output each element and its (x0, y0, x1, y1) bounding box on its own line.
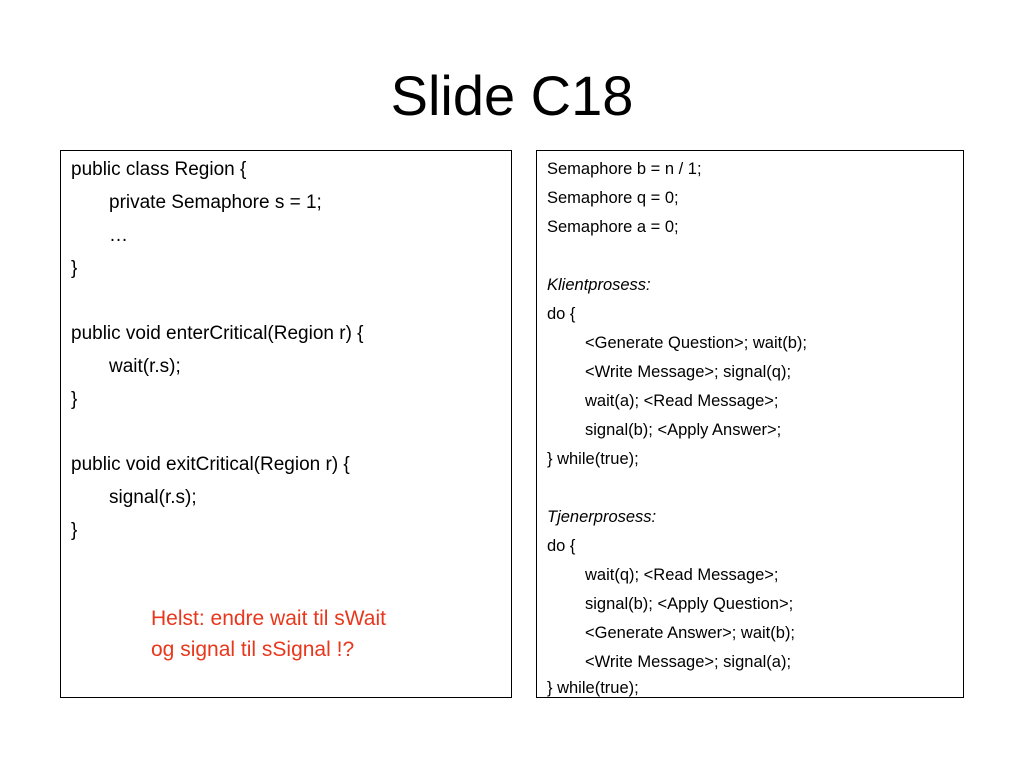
slide-title: Slide C18 (390, 64, 634, 127)
code-line: signal(b); <Apply Question>; (585, 595, 794, 613)
code-line: wait(r.s); (109, 356, 181, 377)
red-note: Helst: endre wait til sWait og signal ti… (151, 603, 386, 665)
code-line: Semaphore q = 0; (547, 189, 679, 207)
code-line: <Generate Answer>; wait(b); (585, 624, 796, 642)
code-line: wait(q); <Read Message>; (585, 566, 779, 584)
code-line: public void exitCritical(Region r) { (71, 454, 350, 475)
code-line: } while(true); (547, 679, 639, 697)
code-line: do { (547, 305, 576, 323)
code-line: } while(true); (547, 450, 639, 468)
code-line: <Generate Question>; wait(b); (585, 334, 807, 352)
left-code-box: public class Region { private Semaphore … (60, 150, 512, 698)
code-line: <Write Message>; signal(q); (585, 363, 792, 381)
code-line: <Write Message>; signal(a); (585, 653, 792, 671)
right-code-box: Semaphore b = n / 1; Semaphore q = 0; Se… (536, 150, 964, 698)
code-line: Semaphore a = 0; (547, 218, 679, 236)
code-line: wait(a); <Read Message>; (585, 392, 779, 410)
code-line: } (71, 258, 78, 279)
code-line: public void enterCritical(Region r) { (71, 323, 364, 344)
code-line: signal(r.s); (109, 487, 197, 508)
code-line: public class Region { (71, 159, 247, 180)
code-line: … (109, 225, 128, 246)
code-line: } (71, 520, 78, 541)
note-line: Helst: endre wait til sWait (151, 607, 386, 630)
note-line: og signal til sSignal !? (151, 638, 355, 661)
code-line: do { (547, 537, 576, 555)
code-line: Semaphore b = n / 1; (547, 160, 702, 178)
section-label: Tjenerprosess: (547, 508, 657, 526)
code-line: private Semaphore s = 1; (109, 192, 322, 213)
code-line: } (71, 389, 78, 410)
section-label: Klientprosess: (547, 276, 651, 294)
code-line: signal(b); <Apply Answer>; (585, 421, 782, 439)
